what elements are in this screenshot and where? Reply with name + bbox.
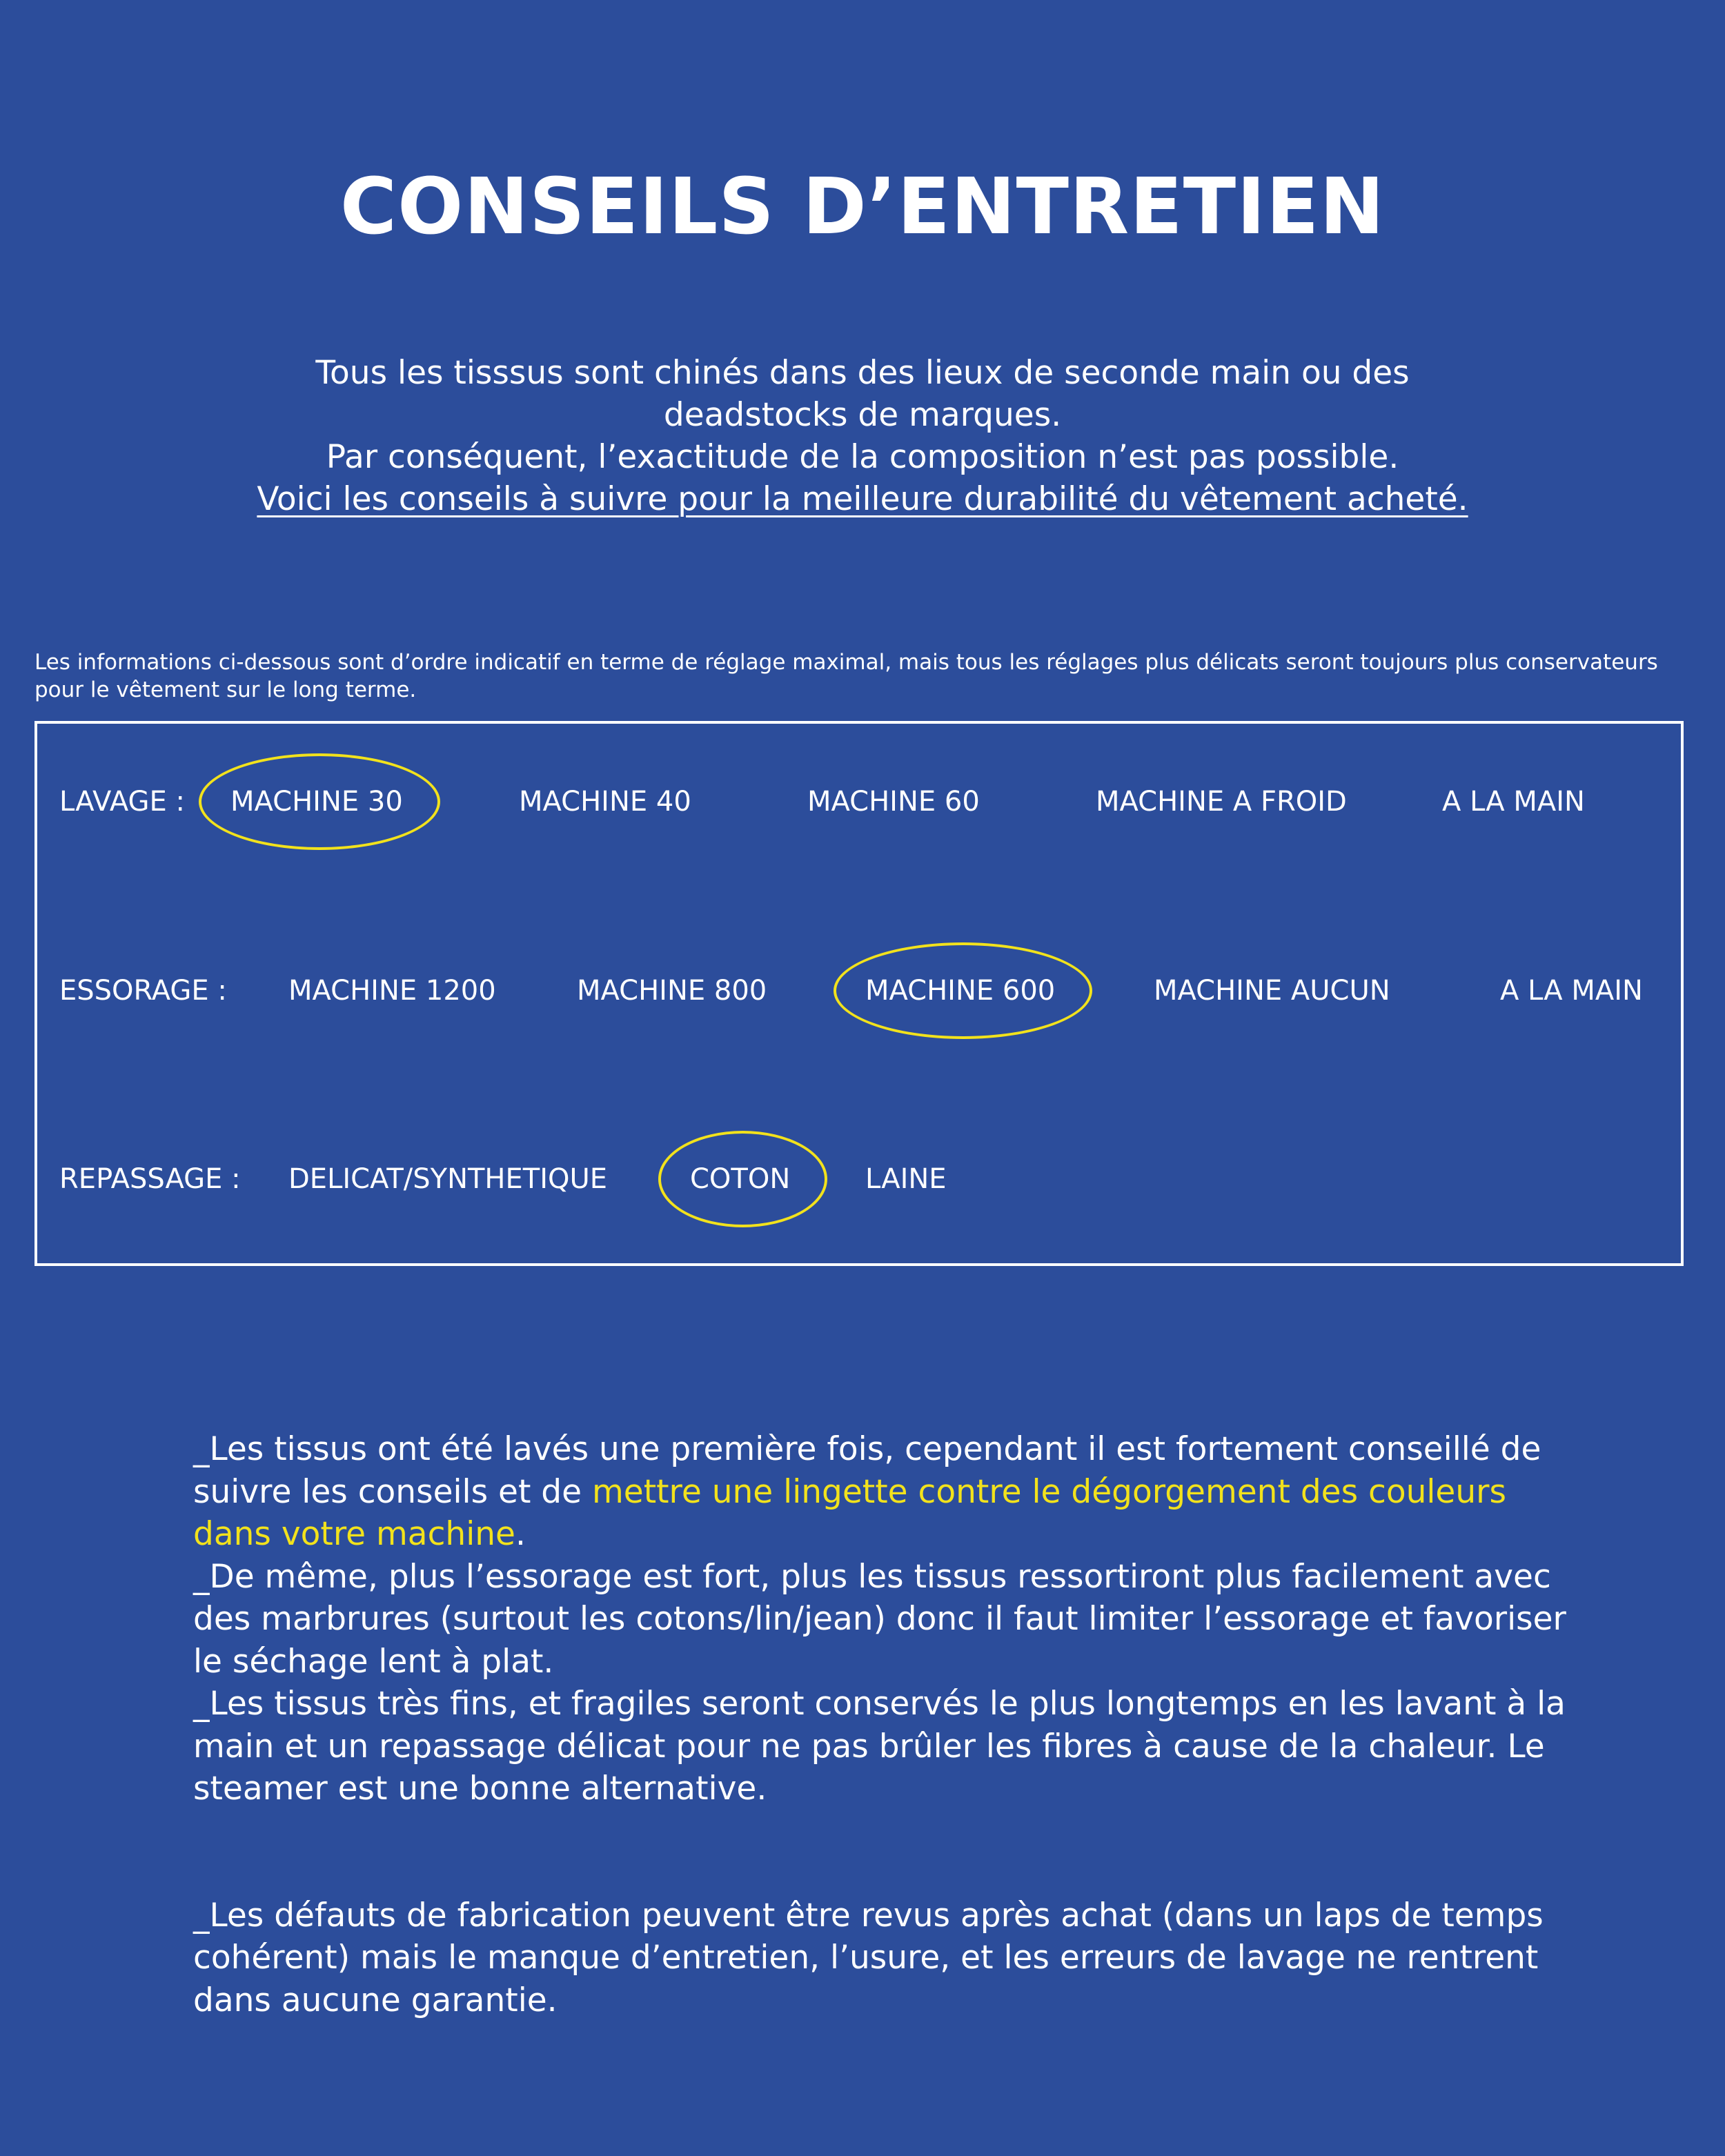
advice-paragraph-3: _Les tissus très fins, et fragiles seron… [193,1685,1566,1808]
essorage-option-machine-aucun: MACHINE AUCUN [1154,975,1390,1007]
intro-line-2: deadstocks de marques. [663,396,1062,434]
advice-paragraph-2: _De même, plus l’essorage est fort, plus… [193,1557,1566,1681]
lavage-option-machine-40: MACHINE 40 [519,786,691,818]
lavage-label: LAVAGE : [59,786,185,818]
lavage-option-machine-60: MACHINE 60 [807,786,980,818]
intro-text: Tous les tisssus sont chinés dans des li… [103,352,1621,520]
lavage-option-machine-30: MACHINE 30 [199,753,440,850]
advice-p1-text: _Les tissus ont été lavés une première f… [193,1430,1541,1511]
repassage-option-coton: COTON [658,1131,828,1227]
advice-spacer [193,1810,1573,1895]
essorage-option-machine-800: MACHINE 800 [577,975,767,1007]
repassage-option-delicat-synthetique: DELICAT/SYNTHETIQUE [288,1163,608,1195]
essorage-label: ESSORAGE : [59,975,227,1007]
advice-p1-end: . [515,1515,526,1553]
lavage-option-machine-froid: MACHINE A FROID [1096,786,1347,818]
advice-paragraph-1: _Les tissus ont été lavés une première f… [193,1428,1573,1556]
repassage-label: REPASSAGE : [59,1163,241,1195]
advice-p1-highlight: mettre une lingette contre le dégorgemen… [193,1472,1506,1554]
essorage-option-a-la-main: A LA MAIN [1500,975,1643,1007]
essorage-option-machine-1200: MACHINE 1200 [288,975,496,1007]
page-title: CONSEILS D’ENTRETIEN [339,162,1386,252]
repassage-option-laine: LAINE [865,1163,947,1195]
advice-paragraph-4: _Les défauts de fabrication peuvent être… [193,1896,1544,2019]
intro-line-4: Voici les conseils à suivre pour la meil… [257,480,1468,518]
care-advice: _Les tissus ont été lavés une première f… [193,1428,1573,2021]
essorage-option-machine-600: MACHINE 600 [833,942,1093,1039]
lavage-option-a-la-main: A LA MAIN [1442,786,1585,818]
intro-line-3: Par conséquent, l’exactitude de la compo… [326,438,1399,476]
settings-note: Les informations ci-dessous sont d’ordre… [34,650,1658,702]
care-settings-box: LAVAGE : MACHINE 30 MACHINE 40 MACHINE 6… [34,721,1684,1266]
intro-line-1: Tous les tisssus sont chinés dans des li… [315,354,1410,392]
